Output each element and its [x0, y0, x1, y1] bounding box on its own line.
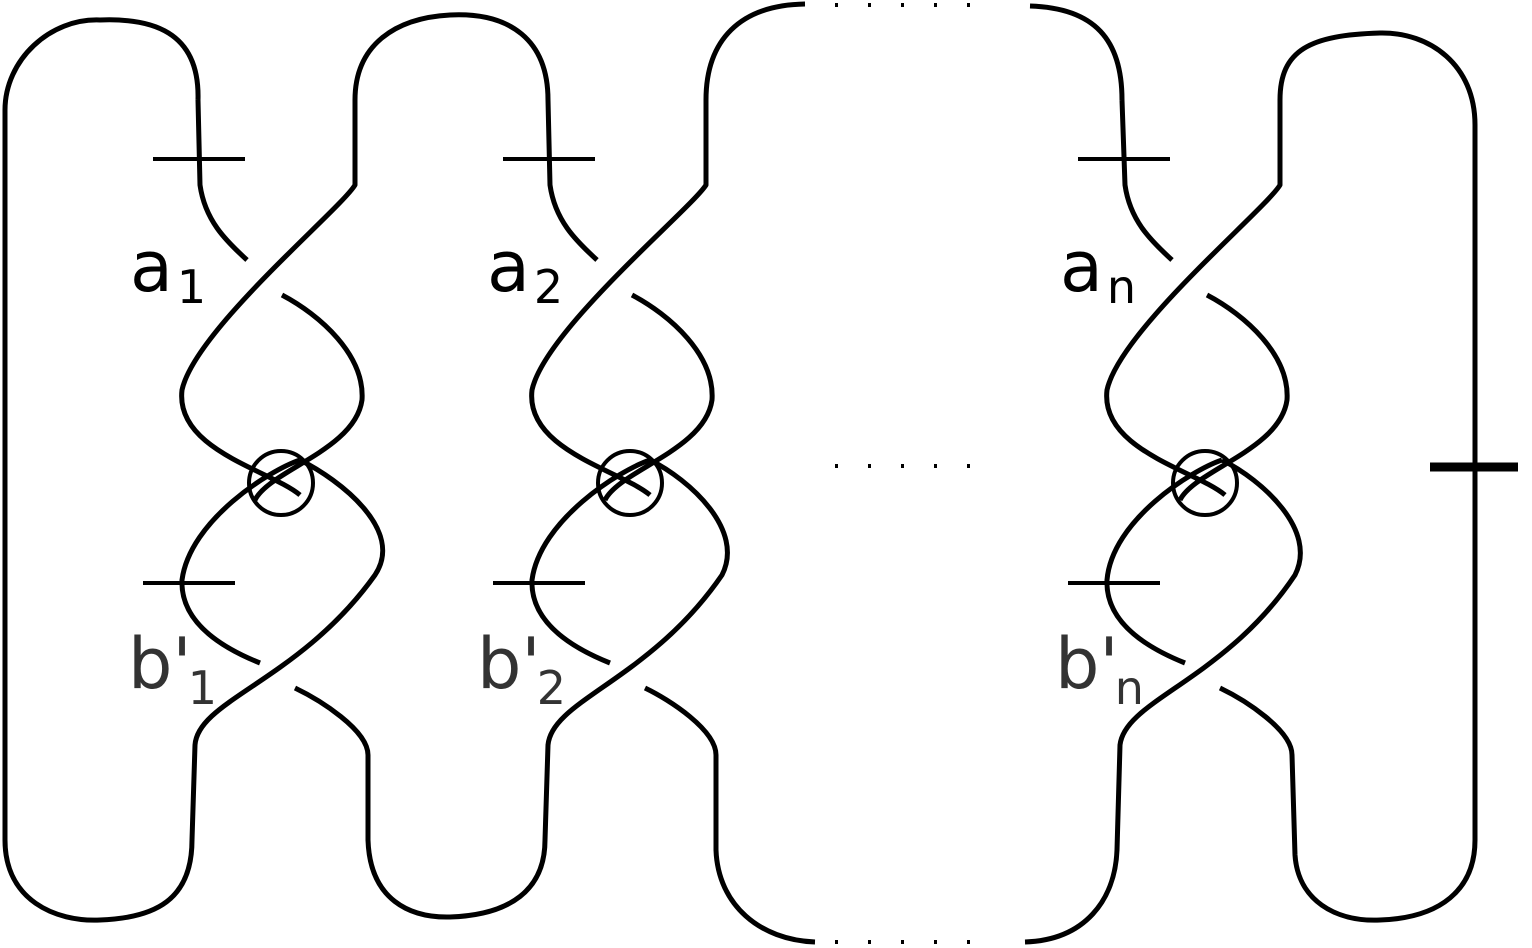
twist-n-right-strand — [1177, 292, 1290, 502]
twist-2-top-left-arc — [545, 99, 599, 262]
top-arc-2-continuation — [703, 1, 806, 101]
top-arc-1-2 — [352, 12, 551, 101]
twist-1-top-left-arc — [195, 99, 249, 262]
top-arc-n-start — [1029, 3, 1125, 101]
twist-2-bottom-right-arc — [643, 685, 816, 945]
left-outer-strand — [2, 17, 385, 923]
virtual-crossing-1 — [247, 449, 315, 517]
label-b2: b'2 — [477, 623, 566, 715]
twist-1-lower-strand — [179, 457, 301, 666]
twist-n-lower-strand — [1104, 457, 1223, 666]
label-an: an — [1060, 226, 1136, 314]
twist-1-bottom-right-arc — [293, 457, 730, 920]
virtual-crossing-n — [1171, 449, 1239, 517]
twist-n-top-left-arc — [1119, 99, 1174, 262]
label-a1: a1 — [130, 226, 206, 314]
twist-1-right-strand — [252, 292, 365, 502]
twist-2-lower-strand — [529, 457, 651, 666]
label-bn: b'n — [1055, 623, 1144, 715]
virtual-crossing-2 — [596, 449, 664, 517]
right-outer-strand — [1277, 30, 1478, 126]
label-a2: a2 — [487, 226, 563, 314]
twist-n-bottom-right-arc — [1218, 125, 1478, 923]
label-b1: b'1 — [128, 623, 217, 715]
bottom-arc-n-start — [1024, 457, 1303, 945]
twist-2-right-strand — [602, 292, 715, 502]
